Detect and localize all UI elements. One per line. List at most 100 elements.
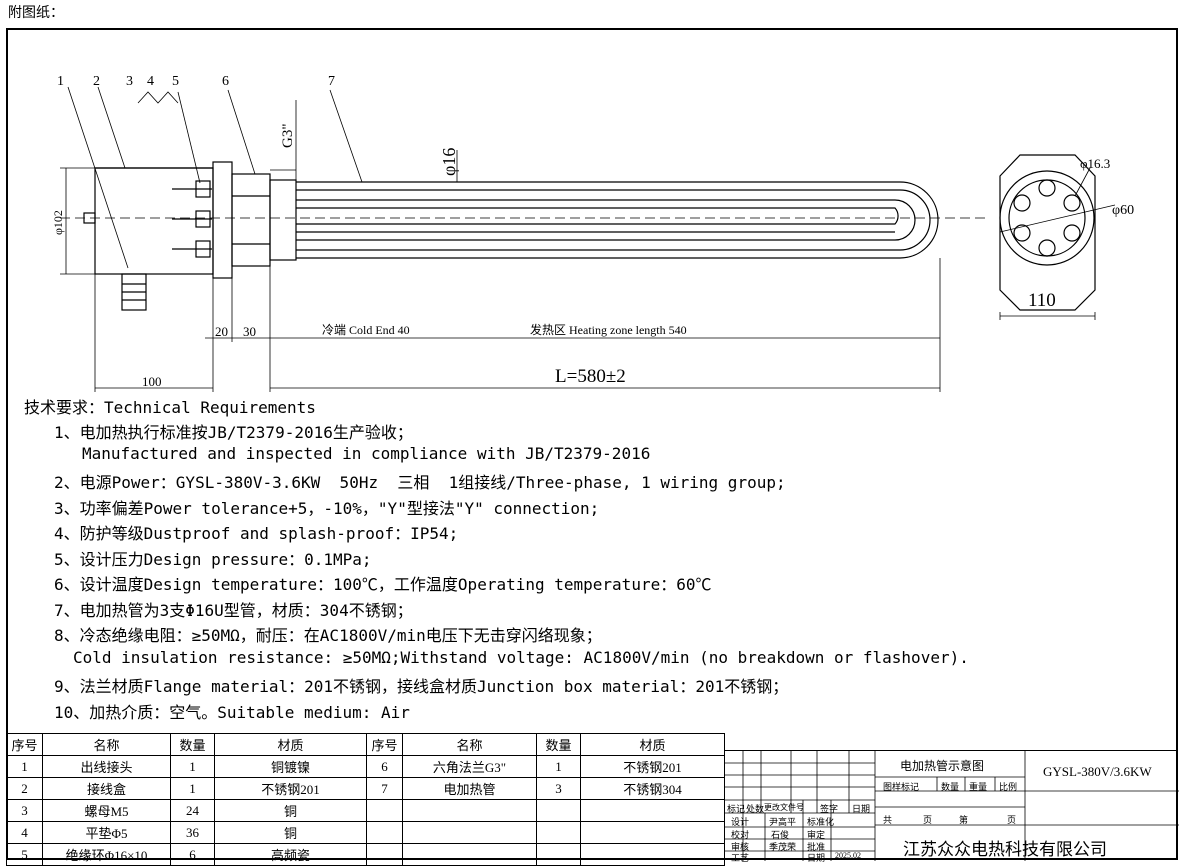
title-block: 电加热管示意图 GYSL-380V/3.6KW 图样标记 数量 重量 比例 共 …	[724, 750, 1179, 863]
req-1-en: Manufactured and inspected in compliance…	[82, 444, 651, 463]
role-ratify: 批准	[807, 842, 826, 852]
bom-header: 名称	[42, 733, 171, 756]
scale-label: 比例	[999, 782, 1018, 792]
callout-6: 6	[222, 74, 229, 89]
table-cell: 接线盒	[42, 777, 171, 800]
req-8-en: Cold insulation resistance: ≥50MΩ;Withst…	[73, 648, 969, 667]
dim-phi102: φ102	[51, 210, 65, 235]
table-cell	[402, 843, 537, 866]
dim-hex-110: 110	[1028, 290, 1056, 311]
callout-3: 3	[126, 74, 133, 89]
table-cell: 36	[170, 821, 215, 844]
table-cell	[366, 843, 403, 866]
table-cell	[366, 821, 403, 844]
req-5: 5、设计压力Design pressure：0.1MPa;	[54, 550, 372, 569]
table-cell: 铜	[214, 821, 367, 844]
weight-label: 重量	[969, 782, 988, 792]
bom-header: 数量	[536, 733, 581, 756]
req-4: 4、防护等级Dustproof and splash-proof：IP54;	[54, 524, 459, 543]
heater-drawing: 1 2 3 4 5 6 7 G3" φ16 φ102 φ16.3 φ60 110…	[51, 74, 1134, 392]
dim-100: 100	[142, 374, 162, 389]
dim-30: 30	[243, 324, 256, 339]
change-sign: 签字	[820, 804, 839, 814]
sheet-total-label: 共	[883, 815, 893, 825]
callout-2: 2	[93, 74, 100, 89]
qty-label: 数量	[941, 782, 960, 792]
title-block-grid	[725, 751, 1179, 861]
dim-g3: G3"	[280, 124, 296, 148]
bom-header: 名称	[402, 733, 537, 756]
table-cell: 六角法兰G3"	[402, 755, 537, 778]
table-cell: 7	[366, 777, 403, 800]
sheet-no-label: 第	[959, 815, 969, 825]
req-3: 3、功率偏差Power tolerance+5，-10%，"Y"型接法"Y" c…	[54, 499, 600, 518]
dim-phi60: φ60	[1112, 203, 1134, 218]
mark-label: 图样标记	[883, 782, 920, 792]
role-standard: 标准化	[807, 817, 835, 827]
table-cell	[580, 843, 725, 866]
table-cell: 不锈钢201	[580, 755, 725, 778]
table-cell	[580, 821, 725, 844]
bom-header: 数量	[170, 733, 215, 756]
bom-header: 序号	[366, 733, 403, 756]
role-process: 工艺	[731, 853, 750, 863]
table-cell: 1	[536, 755, 581, 778]
table-cell: 铜	[214, 799, 367, 822]
sheet-total-unit: 页	[923, 815, 933, 825]
table-cell: 5	[6, 843, 43, 866]
role-date: 日期	[807, 853, 826, 863]
change-mark: 标记	[727, 804, 746, 814]
dim-heating-zone: 发热区 Heating zone length 540	[530, 322, 687, 337]
model-number: GYSL-380V/3.6KW	[1043, 764, 1152, 779]
role-approve: 审定	[807, 830, 826, 840]
table-cell: 2	[6, 777, 43, 800]
table-cell	[366, 799, 403, 822]
req-9: 9、法兰材质Flange material：201不锈钢，接线盒材质Juncti…	[54, 677, 789, 696]
table-cell: 不锈钢304	[580, 777, 725, 800]
req-1: 1、电加热执行标准按JB/T2379-2016生产验收；	[54, 423, 413, 442]
change-date: 日期	[852, 804, 871, 814]
company-name: 江苏众众电热科技有限公司	[903, 840, 1107, 859]
hex-flange	[212, 161, 233, 279]
callout-4: 4	[147, 74, 154, 89]
table-cell: 24	[170, 799, 215, 822]
dim-total-length: L=580±2	[555, 366, 626, 387]
role-check-name: 石俊	[771, 830, 790, 840]
table-cell: 螺母M5	[42, 799, 171, 822]
change-count: 处数	[746, 804, 765, 814]
terminal-studs	[172, 180, 212, 258]
table-cell	[402, 821, 537, 844]
table-cell: 平垫Φ5	[42, 821, 171, 844]
table-cell	[536, 821, 581, 844]
u-tubes	[296, 181, 939, 259]
req-8: 8、冷态绝缘电阻：≥50MΩ，耐压：在AC1800V/min电压下无击穿闪络现象…	[54, 626, 602, 645]
table-cell: 1	[170, 755, 215, 778]
table-cell: 1	[6, 755, 43, 778]
req-2: 2、电源Power：GYSL-380V-3.6KW 50Hz 三相 1组接线/T…	[54, 473, 786, 492]
table-cell	[536, 843, 581, 866]
role-check: 校对	[731, 830, 750, 840]
table-cell: 绝缘环Φ16×10	[42, 843, 171, 866]
table-cell: 铜镀镍	[214, 755, 367, 778]
table-cell: 3	[536, 777, 581, 800]
callout-1: 1	[57, 74, 64, 89]
table-cell: 4	[6, 821, 43, 844]
req-10: 10、加热介质：空气。Suitable medium: Air	[54, 703, 410, 722]
issue-date: 2025.02	[835, 851, 861, 860]
change-doc: 更改文件号	[764, 803, 804, 812]
dim-20: 20	[215, 324, 228, 339]
table-cell: 出线接头	[42, 755, 171, 778]
table-cell: 3	[6, 799, 43, 822]
role-review-name: 季茂荣	[769, 842, 797, 852]
bom-header: 材质	[214, 733, 367, 756]
req-title: 技术要求：Technical Requirements	[24, 398, 316, 417]
callout-5: 5	[172, 74, 179, 89]
req-7: 7、电加热管为3支Φ16U型管，材质：304不锈钢；	[54, 601, 413, 620]
technical-requirements: 技术要求：Technical Requirements 1、电加热执行标准按JB…	[24, 394, 1024, 726]
table-cell: 电加热管	[402, 777, 537, 800]
dim-phi16: φ16	[439, 148, 459, 176]
callout-7: 7	[328, 74, 335, 89]
